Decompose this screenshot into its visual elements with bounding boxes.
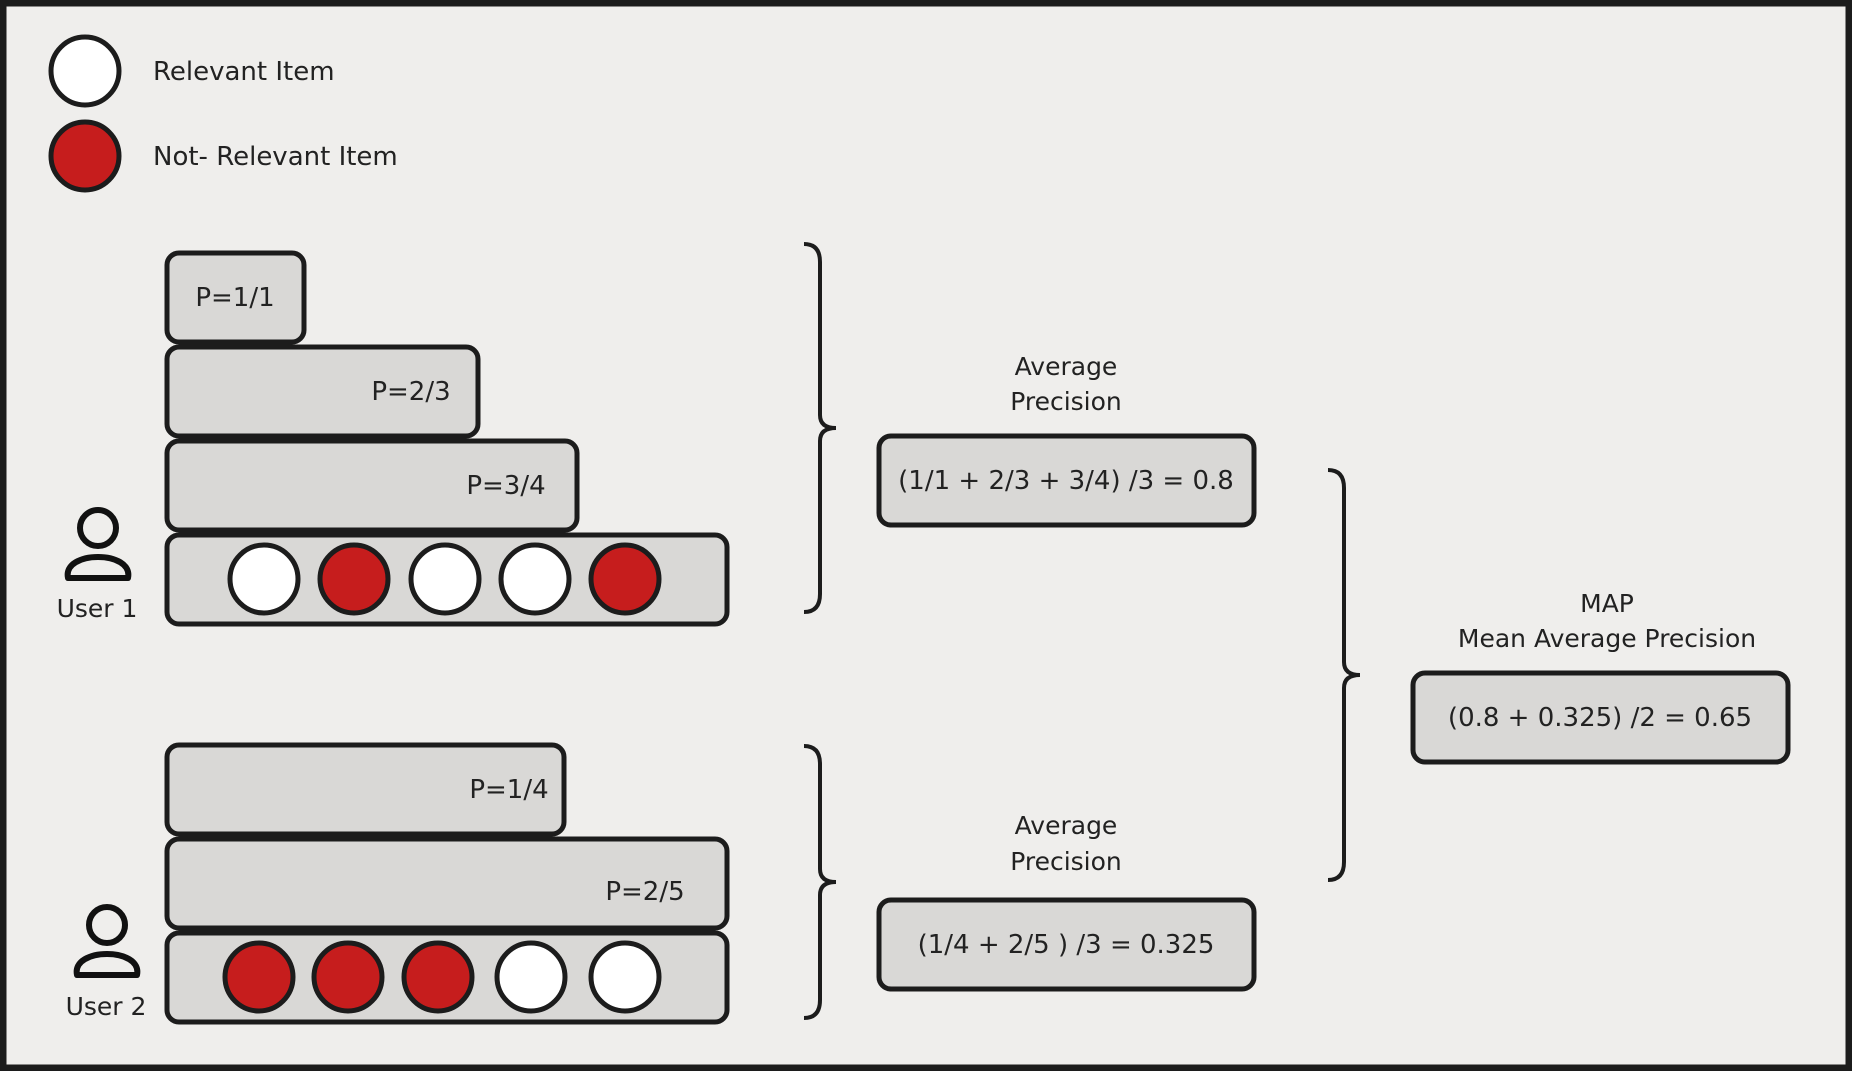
user2-precision-label-2: P=2/5 <box>605 877 684 907</box>
user1-precision-label-2: P=2/3 <box>371 377 450 407</box>
user1-item-3 <box>408 542 482 616</box>
user1-avatar-icon <box>64 507 132 581</box>
map-title-line1: MAP <box>1580 589 1634 618</box>
user2-items <box>222 940 662 1014</box>
user1-label: User 1 <box>57 594 138 623</box>
user2-precision-box-2 <box>164 836 730 931</box>
user1-item-4 <box>498 542 572 616</box>
map-title-line2: Mean Average Precision <box>1458 624 1756 653</box>
user1-precision-box-1 <box>164 250 307 345</box>
user2-precision-label-1: P=1/4 <box>469 775 548 805</box>
user2-ap-formula: (1/4 + 2/5 ) /3 = 0.325 <box>918 930 1215 960</box>
user1-precision-boxes <box>164 250 730 627</box>
user2-avatar-icon <box>73 904 141 978</box>
user1-precision-box-3 <box>164 438 580 533</box>
user2-item-2 <box>311 940 385 1014</box>
user2-ap-title-line1: Average <box>1015 811 1118 840</box>
user1-precision-label-1: P=1/1 <box>195 283 274 313</box>
user2-ap-box <box>876 897 1257 992</box>
user1-ap-formula: (1/1 + 2/3 + 3/4) /3 = 0.8 <box>898 466 1234 496</box>
user1-ap-title-line1: Average <box>1015 352 1118 381</box>
user1-item-5 <box>588 542 662 616</box>
user2-brace <box>803 744 837 1020</box>
user1-item-1 <box>227 542 301 616</box>
user2-ap-title-line2: Precision <box>1010 847 1122 876</box>
user1-brace <box>803 242 837 614</box>
user1-section: P=1/1 P=2/3 P=3/4 User 1 Average Precisi… <box>57 242 1257 627</box>
user1-ap-box <box>876 433 1257 528</box>
user2-item-5 <box>588 940 662 1014</box>
user1-ap-title-line2: Precision <box>1010 387 1122 416</box>
user2-section: P=1/4 P=2/5 User 2 Average Precision (1/… <box>66 742 1257 1025</box>
legend: Relevant Item Not- Relevant Item <box>48 34 398 193</box>
not-relevant-item-label: Not- Relevant Item <box>153 142 398 172</box>
user1-precision-box-2 <box>164 344 481 439</box>
user2-label: User 2 <box>66 992 147 1021</box>
map-formula: (0.8 + 0.325) /2 = 0.65 <box>1448 703 1752 733</box>
map-brace <box>1327 468 1361 882</box>
user1-precision-label-3: P=3/4 <box>466 471 545 501</box>
user2-item-1 <box>222 940 296 1014</box>
user1-items <box>227 542 662 616</box>
user2-item-4 <box>494 940 568 1014</box>
map-box <box>1410 670 1791 765</box>
user1-item-2 <box>317 542 391 616</box>
relevant-item-swatch <box>48 34 122 108</box>
map-section: MAP Mean Average Precision (0.8 + 0.325)… <box>1327 468 1791 882</box>
user2-precision-box-1 <box>164 742 567 837</box>
relevant-item-label: Relevant Item <box>153 57 335 87</box>
not-relevant-item-swatch <box>48 119 122 193</box>
user2-item-3 <box>401 940 475 1014</box>
